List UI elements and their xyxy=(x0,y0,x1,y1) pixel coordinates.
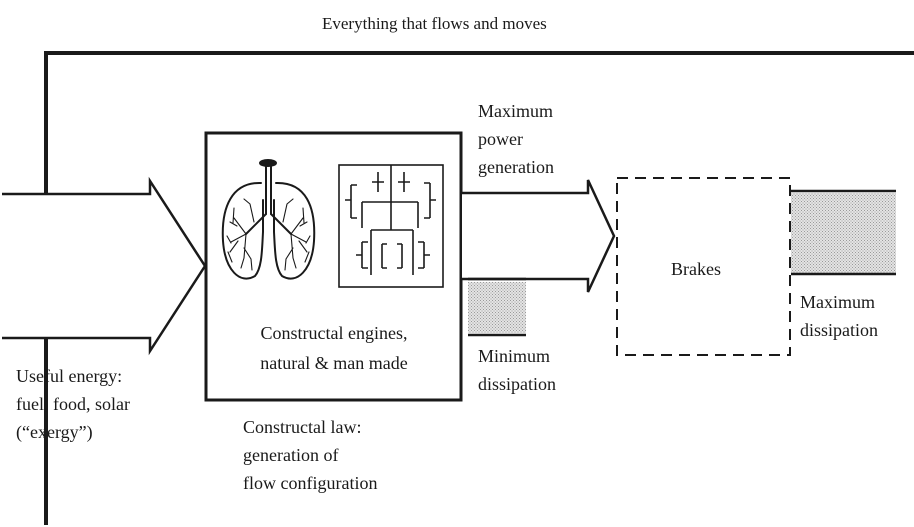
power-generation-arrow xyxy=(462,179,616,293)
brakes-label: Brakes xyxy=(671,259,721,279)
tree-network-icon xyxy=(338,164,444,288)
useful-energy-arrow xyxy=(2,176,207,356)
constructal-law-label: Constructal law: generation of flow conf… xyxy=(243,417,378,493)
constructal-engines-label: Constructal engines, natural & man made xyxy=(260,323,408,373)
maximum-power-label: Maximum power generation xyxy=(478,101,554,177)
maximum-dissipation-label: Maximum dissipation xyxy=(800,292,879,340)
constructal-engines-box xyxy=(204,131,463,402)
minimum-dissipation-label: Minimum dissipation xyxy=(478,346,557,394)
brakes-box xyxy=(616,177,791,356)
useful-energy-label: Useful energy: fuel, food, solar (“exerg… xyxy=(16,366,130,442)
maximum-dissipation-edge xyxy=(791,189,896,276)
diagram-title: Everything that flows and moves xyxy=(322,14,547,33)
minimum-dissipation-band xyxy=(468,282,526,333)
lungs-icon xyxy=(221,159,316,280)
outer-boundary xyxy=(44,51,914,525)
maximum-dissipation-band xyxy=(791,193,896,273)
minimum-dissipation-edge xyxy=(468,277,526,337)
